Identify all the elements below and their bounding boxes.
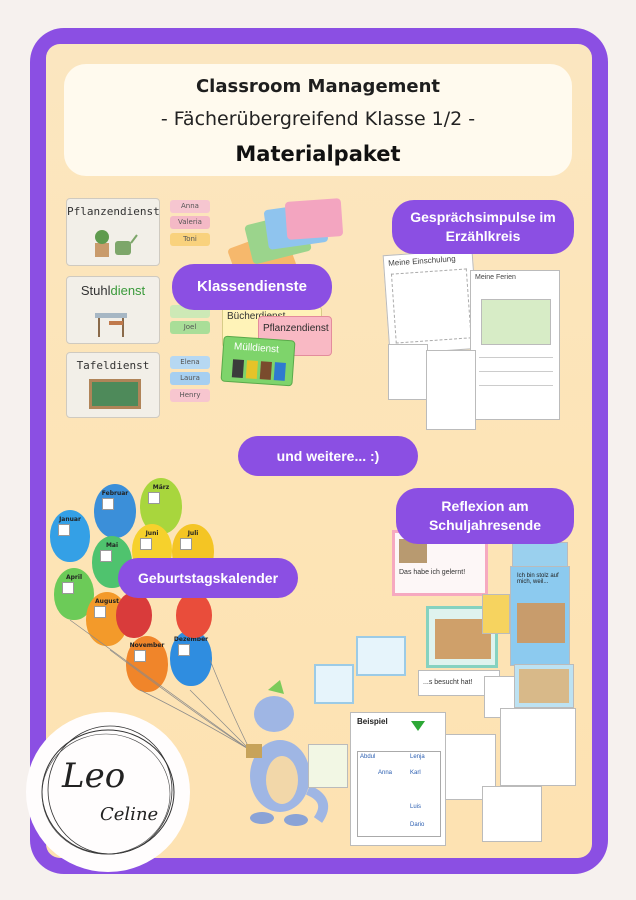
logo-text-celine: Celine: [100, 804, 159, 825]
name-tag: Valeria: [170, 216, 210, 229]
duty-label-accent: dienst: [110, 283, 146, 298]
scribble-circle-icon: [41, 725, 175, 855]
balloon-strings: [69, 619, 251, 751]
duty-card-stuhl: Stuhldienst: [66, 276, 160, 344]
drawing-sheet: [482, 786, 542, 842]
balloon: Februar: [94, 484, 136, 538]
leo-celine-logo: Leo Celine: [26, 712, 190, 872]
balloon: November: [126, 636, 168, 692]
card-picture: [514, 664, 574, 708]
cube-face: [356, 636, 406, 676]
name-tag: Toni: [170, 233, 210, 246]
duty-label: Pflanzendienst: [67, 205, 160, 218]
balloon: April: [54, 568, 94, 620]
signpost-sheet: [500, 708, 576, 786]
cube-face: [308, 744, 348, 788]
title-line-1: Classroom Management: [195, 76, 441, 97]
title-line-2: - Fächerübergreifend Klasse 1/2 -: [160, 108, 476, 130]
balloon: Januar: [50, 510, 90, 562]
balloon: März: [140, 478, 182, 534]
card-green: [426, 606, 498, 668]
name-tag: Joel: [170, 321, 210, 334]
label-klassendienste: Klassendienste: [172, 264, 332, 310]
balloon: Dezember: [170, 630, 212, 686]
worksheet-ferien: Meine Ferien: [470, 270, 560, 420]
dragon-illustration: [246, 680, 329, 826]
card-stolz: Ich bin stolz auf mich, weil...: [510, 566, 570, 666]
worksheet-einschulung: Meine Einschulung: [382, 248, 480, 356]
trash-bins-icon: [231, 359, 286, 381]
duty-poster-pflanzen: Pflanzendienst: [258, 316, 332, 356]
tree-illustration: [481, 299, 551, 345]
birthday-sheet-example: Beispiel Abdul Lenja Anna Karl Luis Dari…: [350, 712, 446, 846]
duty-label: Stuhl: [80, 283, 111, 298]
logo-text-leo: Leo: [62, 756, 126, 796]
name-grid: Abdul Lenja Anna Karl Luis Dario: [357, 751, 441, 837]
title-box: Classroom Management - Fächerübergreifen…: [64, 64, 572, 176]
label-gespraechsimpulse: Gesprächsimpulse im Erzählkreis: [392, 200, 574, 254]
duty-card-pflanzen: Pflanzendienst: [66, 198, 160, 266]
worksheet-small: [426, 350, 476, 430]
label-geburtstagskalender: Geburtstagskalender: [118, 558, 298, 598]
duty-label: Tafeldienst: [76, 359, 150, 372]
name-tag: Henry: [170, 389, 210, 402]
name-tag: Anna: [170, 200, 210, 213]
watering-can-icon: [95, 230, 138, 257]
balloon: [176, 592, 212, 638]
name-card-stack: [284, 198, 344, 240]
worksheet-small: [388, 344, 428, 400]
label-reflexion: Reflexion am Schuljahresende: [396, 488, 574, 544]
title-line-3: Materialpaket: [235, 142, 401, 166]
book-stack: [482, 594, 510, 634]
duty-poster-muell: Mülldienst: [220, 335, 296, 387]
duty-card-tafel: Tafeldienst: [66, 352, 160, 418]
label-und-weitere: und weitere... :): [238, 436, 418, 476]
chalkboard-icon: [89, 379, 141, 409]
name-tag: Elena: [170, 356, 210, 369]
name-tag: Laura: [170, 372, 210, 385]
cube-face: [314, 664, 354, 704]
arrow-down-icon: [411, 721, 425, 731]
balloon: [116, 592, 152, 638]
desk-chair-icon: [95, 313, 127, 337]
